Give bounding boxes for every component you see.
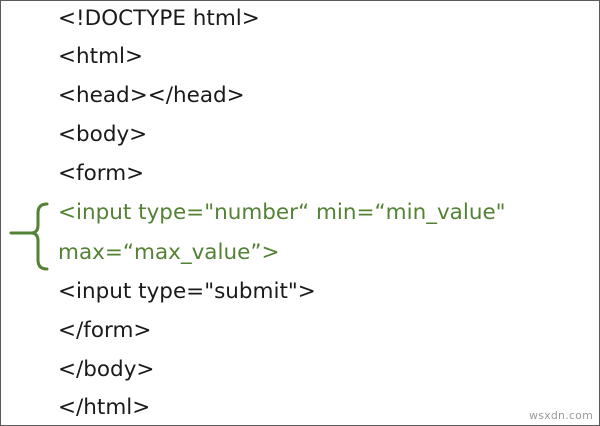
code-line-doctype: <!DOCTYPE html>	[58, 6, 260, 31]
watermark: wsxdn.com	[529, 409, 593, 422]
code-line-html-close: </html>	[58, 395, 151, 420]
code-line-body-open: <body>	[58, 122, 148, 147]
code-line-body-close: </body>	[58, 357, 155, 382]
code-line-head: <head></head>	[58, 83, 245, 108]
curly-brace-icon	[9, 202, 49, 271]
code-line-input-max: max=“max_value”>	[58, 240, 280, 265]
code-line-input-number: <input type="number“ min=“min_value"	[58, 200, 506, 225]
code-line-form-open: <form>	[58, 161, 145, 186]
code-line-input-submit: <input type="submit">	[58, 279, 316, 304]
code-line-html-open: <html>	[58, 44, 144, 69]
code-line-form-close: </form>	[58, 318, 152, 343]
